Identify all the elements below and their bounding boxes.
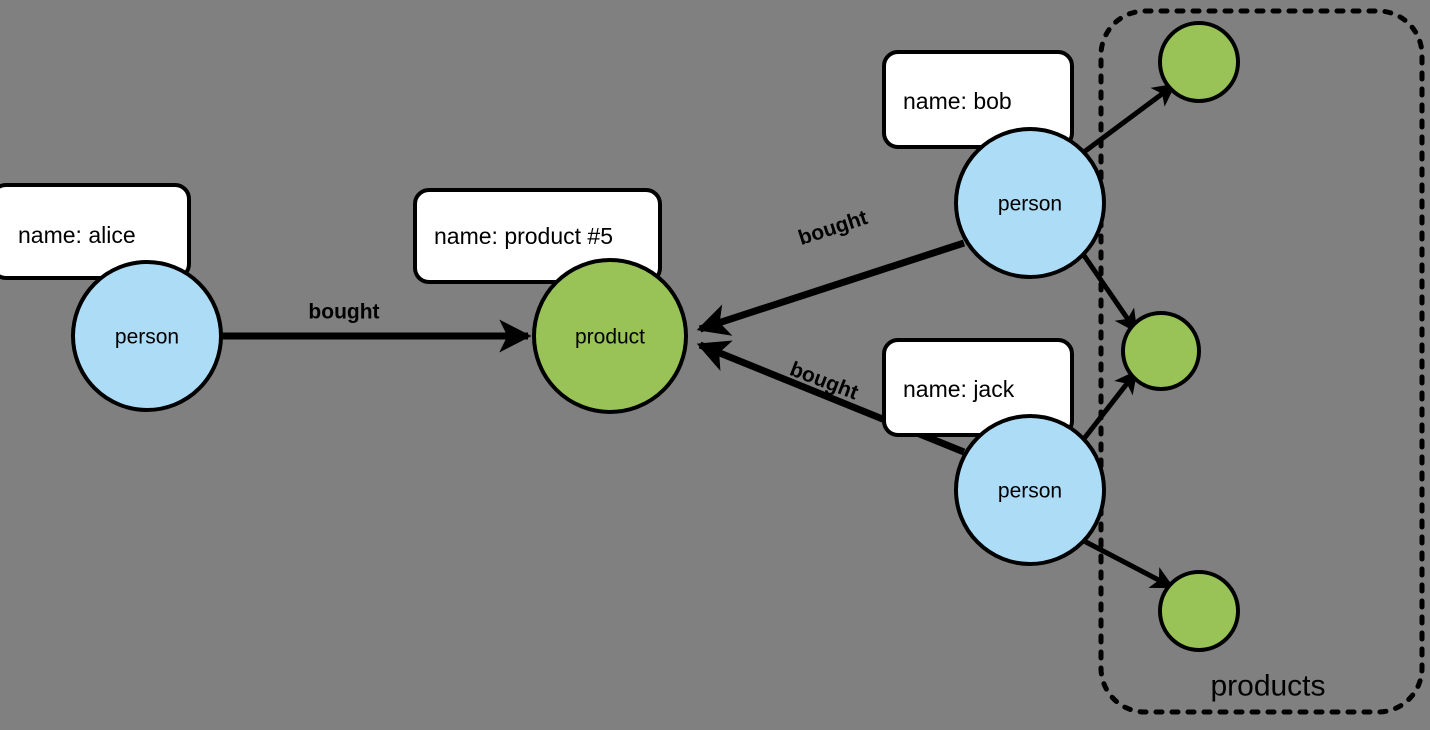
products-group-label: products <box>1210 670 1325 703</box>
property-box-alice-rect <box>0 183 191 280</box>
product-circle-top[interactable] <box>1158 21 1240 103</box>
property-box-jack[interactable]: name: jack <box>882 338 1074 437</box>
person-circle-jack[interactable] <box>954 414 1106 566</box>
edge-bob-bought[interactable] <box>696 239 966 336</box>
edge-bob-to-product-top[interactable] <box>1082 82 1177 155</box>
node-product5[interactable]: product <box>532 258 688 414</box>
node-label-jack: person <box>998 480 1062 503</box>
products-group[interactable]: products <box>1098 8 1425 715</box>
property-box-bob[interactable]: name: bob <box>882 50 1074 149</box>
products-group-border <box>1098 8 1425 715</box>
edge-jack-to-product-bot[interactable] <box>1082 538 1175 590</box>
product-circle-bottom[interactable] <box>1158 570 1240 652</box>
property-box-bob-rect <box>882 50 1074 149</box>
product-node-top[interactable] <box>1158 21 1240 103</box>
node-label-product5: product <box>575 326 645 349</box>
product-node-mid[interactable] <box>1121 311 1201 391</box>
property-box-bob-text: name: bob <box>903 88 1012 114</box>
node-jack[interactable]: person <box>954 414 1106 566</box>
property-box-jack-text: name: jack <box>903 376 1015 402</box>
edges-layer <box>222 82 1177 590</box>
product-node-bottom[interactable] <box>1158 570 1240 652</box>
edge-bob-to-product-mid[interactable] <box>1080 252 1139 334</box>
person-circle-alice[interactable] <box>71 260 223 412</box>
person-circle-bob[interactable] <box>954 127 1106 279</box>
property-box-alice-text: name: alice <box>18 222 136 248</box>
product-circle-main[interactable] <box>532 258 688 414</box>
product-circle-mid[interactable] <box>1121 311 1201 391</box>
edge-label-alice-bought: bought <box>308 301 379 324</box>
node-bob[interactable]: person <box>954 127 1106 279</box>
property-box-product-text: name: product #5 <box>434 223 613 249</box>
node-alice[interactable]: person <box>71 260 223 412</box>
edge-jack-to-product-mid[interactable] <box>1081 370 1138 442</box>
edge-label-bob-bought: bought <box>796 206 871 250</box>
node-label-alice: person <box>115 326 179 349</box>
node-label-bob: person <box>998 193 1062 216</box>
property-box-alice[interactable]: name: alice <box>0 183 191 280</box>
